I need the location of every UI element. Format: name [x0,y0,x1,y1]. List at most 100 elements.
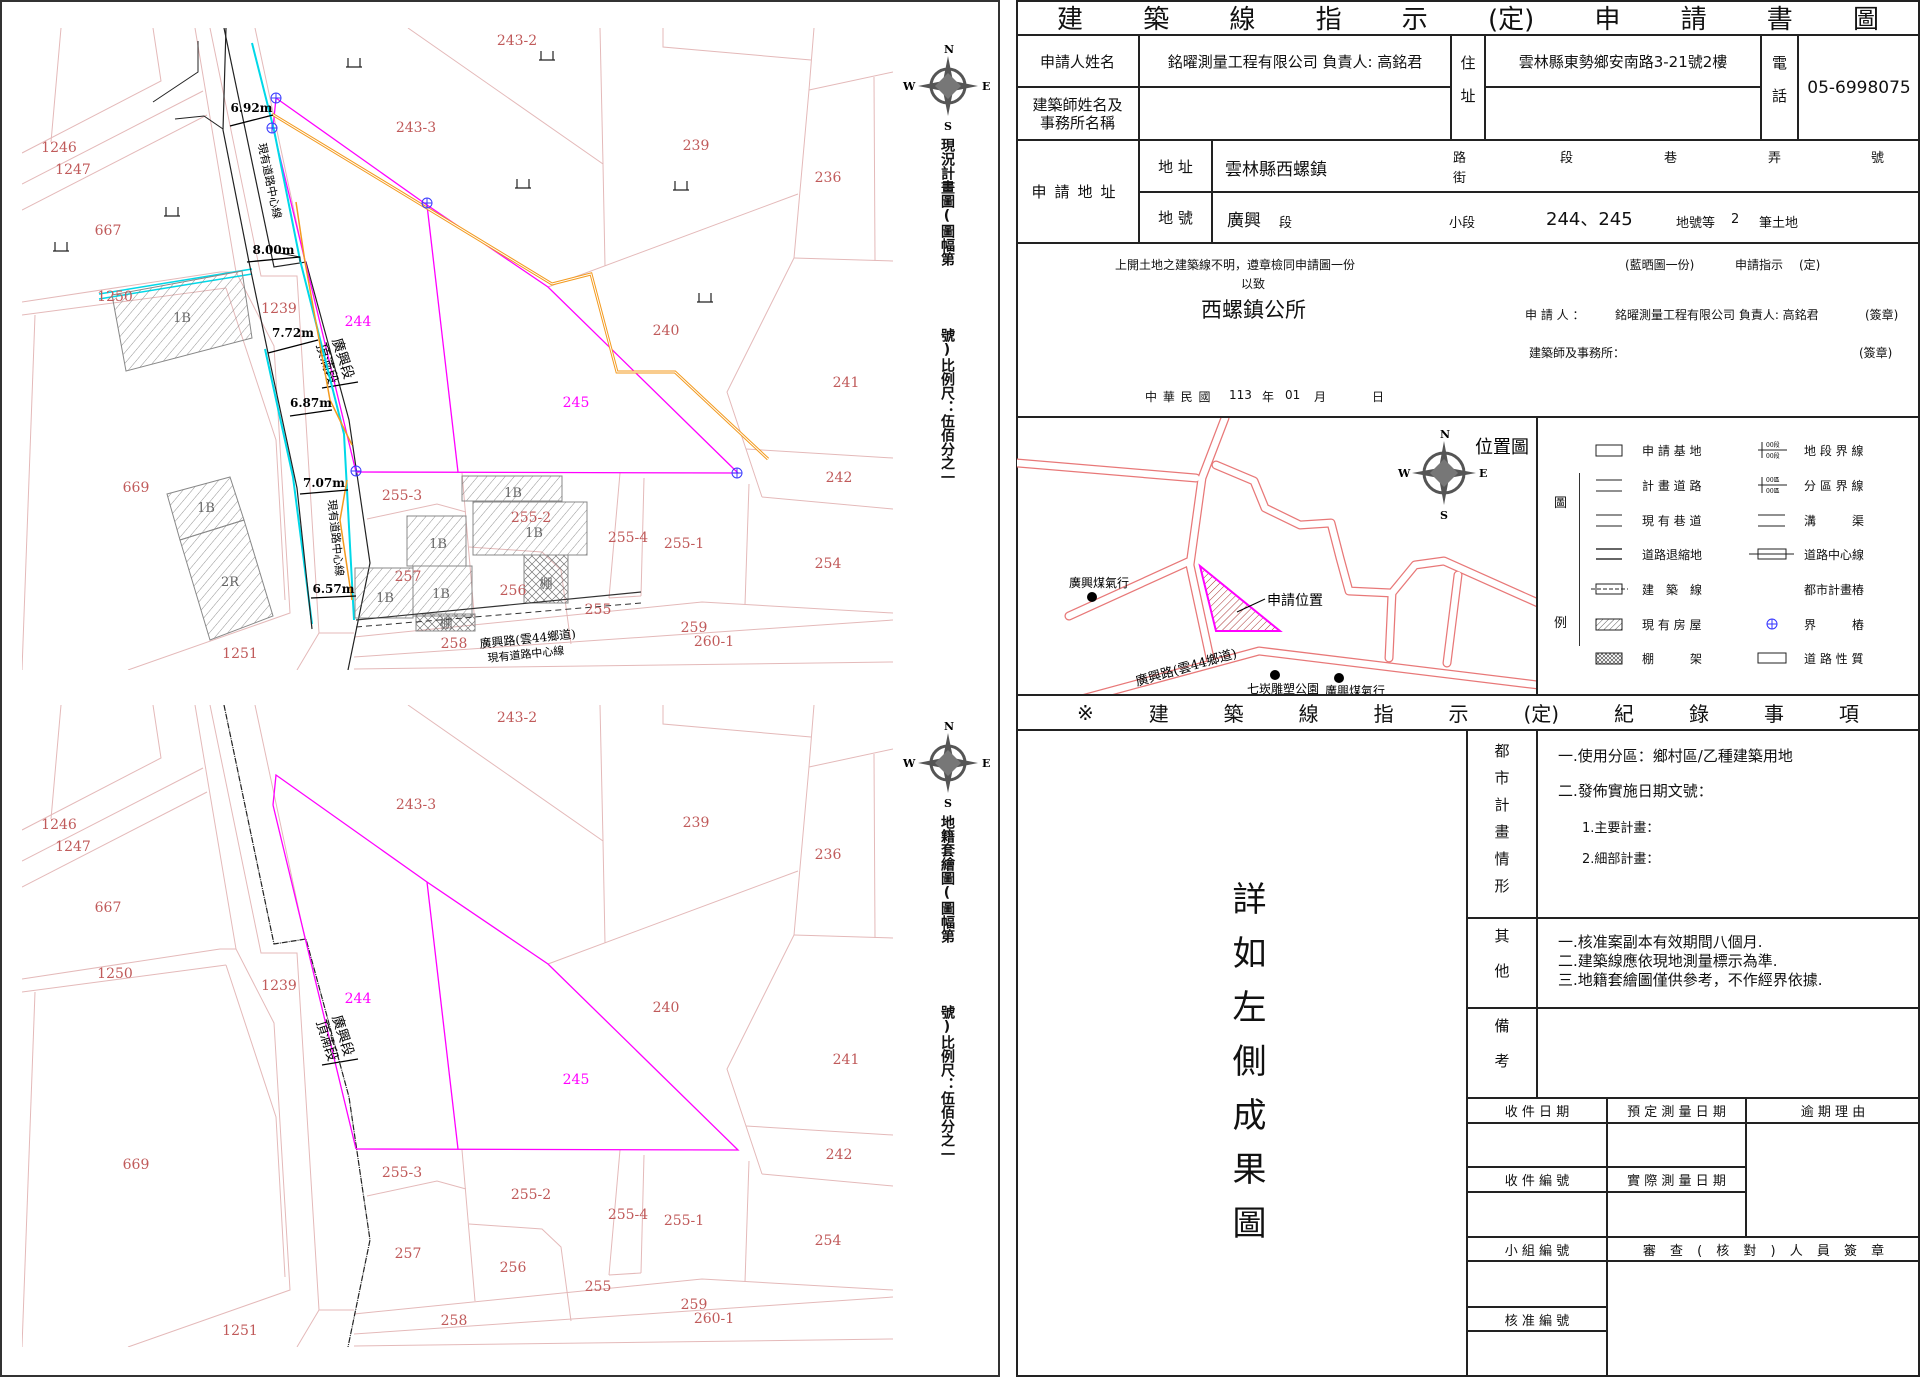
parcel-label: 255-3 [382,1165,422,1181]
urban-line: 1.主要計畫： [1582,821,1660,836]
heading-char: 紀 [1614,702,1635,726]
parcel-label: 243-2 [497,33,537,49]
parcel-label: 242 [826,470,853,486]
scheduled-date-header: 預 定 測 量 日 期 [1607,1098,1746,1123]
building [354,567,414,619]
architect-field[interactable] [1139,87,1451,140]
phone-field[interactable]: 05-6998075 [1798,35,1920,140]
parcel-label: 1239 [261,978,297,994]
shed-symbol-icon [1595,652,1623,665]
parcel-boundary [22,28,162,154]
poi-dot [1087,592,1097,602]
address-label: 住址 [1451,35,1485,140]
dimension-label: 6.87m [290,396,332,410]
received-date-field[interactable] [1467,1123,1607,1167]
parcel-boundary [22,991,36,1347]
approval-no-header: 核 准 編 號 [1467,1307,1607,1331]
building-label: 1B [525,526,543,541]
actual-date-field[interactable] [1607,1192,1746,1237]
dimension-line [229,114,274,127]
applicant-address-field[interactable]: 雲林縣東勢鄉安南路3-21號2樓 [1485,35,1761,87]
title-char: 請 [1680,5,1707,35]
applicant-seal[interactable]: (簽章) [1865,308,1899,322]
site-boundary [272,773,740,1151]
title-char: 築 [1143,5,1170,35]
poi-label: 廣興煤氣行 [1325,684,1385,695]
parcel-label: 255-2 [511,1187,551,1203]
applicant-sign-value: 銘曜測量工程有限公司 負責人: 高銘君 [1615,308,1819,322]
boundary-stake-icon [421,197,433,209]
parcel-boundary [726,705,815,1175]
architect-address-field[interactable] [1485,87,1761,140]
date-era: 中 華 民 國 [1145,390,1212,404]
parcel-boundary [225,964,286,1278]
other-content: 一.核准案副本有效期間八個月. 二.建築線應依現地測量標示為準. 三.地籍套繪圖… [1537,918,1920,1008]
boundary-stake-icon [350,465,362,477]
parcel-label: 255-2 [511,510,551,526]
site-address-field[interactable]: 雲林縣西螺鎮 路 街 段 巷 弄 號 [1212,140,1920,192]
parcel-boundary [50,705,62,820]
architect-seal[interactable]: (簽章) [1859,346,1893,360]
request-label: 申請指示 [1735,258,1784,272]
current-status-map: 廣興段頂湳段1B1B2R1B1B1B1B1B棚棚6.92m8.00m7.72m6… [22,28,990,670]
poi-dot [1334,673,1344,683]
legend-item: 計 畫 道 路 [1642,479,1702,493]
parcel-boundary [366,1180,467,1197]
lot-field[interactable]: 廣興 段 小段 244、245 地號等 2 筆土地 [1212,192,1920,243]
heading-char: 示 [1448,702,1469,726]
shed [523,554,569,604]
site-symbol-icon [1595,444,1623,457]
parcel-boundary [608,1149,621,1276]
heading-char: 事 [1763,702,1784,726]
parcel-boundary [793,934,893,939]
lot-label: 地 號 [1139,192,1212,243]
parcel-boundary [407,705,606,944]
location-map-drawing: 申請位置 廣興煤氣行 七崁雕塑公園 廣興煤氣行 廣興路(雲44鄉道) N E S… [1017,418,1536,695]
overdue-reason-field[interactable] [1746,1123,1920,1237]
dimension-line [299,489,349,495]
parcel-label: 241 [833,375,860,391]
parcel-boundary [662,28,812,61]
heading-char: 指 [1373,702,1394,726]
building [461,475,563,502]
boundary-stake-icon [1766,618,1778,630]
approval-no-field[interactable] [1467,1331,1607,1377]
parcel-label: 1247 [55,839,91,855]
remark-field[interactable] [1537,1008,1920,1098]
parcel-boundary [793,257,893,262]
parcel-boundary [22,90,204,185]
svg-text:00區: 00區 [1766,477,1780,484]
parcel-boundary [209,28,320,670]
parcel-boundary [468,1223,572,1322]
building [111,270,253,372]
architect-sign-label: 建築師及事務所： [1529,346,1626,360]
parcel-boundary [22,948,236,980]
map-content: 廣興段頂湳段1B1B2R1B1B1B1B1B棚棚6.92m8.00m7.72m6… [22,28,893,670]
heading-char: 錄 [1689,702,1709,726]
lot-section-value: 廣興 [1227,211,1261,231]
parcel-label: 255-1 [664,1213,704,1229]
applicant-name-field[interactable]: 銘曜測量工程有限公司 負責人: 高銘君 [1139,35,1451,87]
building-label: 1B [376,591,394,606]
scheduled-date-field[interactable] [1607,1123,1746,1167]
parcel-label-layer: 243-2243-3239236124612476671250123924424… [41,710,859,1339]
legend-item: 界 樁 [1804,618,1865,632]
legend-heading: 例 [1554,616,1568,631]
date-month-unit: 月 [1314,390,1327,404]
parcel-label: 236 [815,847,842,863]
title-char: 書 [1766,5,1793,35]
parcel-label: 255 [585,602,612,618]
other-line: 一.核准案副本有效期間八個月. [1558,933,1763,951]
date-year: 113 [1229,388,1252,402]
received-no-field[interactable] [1467,1192,1607,1237]
field-symbol-icon [539,51,555,61]
parcel-boundary [599,28,604,165]
parcel-boundary [745,448,893,459]
reviewer-sign-field[interactable] [1607,1261,1920,1377]
parcel-label: 243-2 [497,710,537,726]
group-no-field[interactable] [1467,1261,1607,1307]
legend-heading: 圖 [1554,496,1568,511]
legend-item: 都市計畫樁 [1804,583,1865,597]
